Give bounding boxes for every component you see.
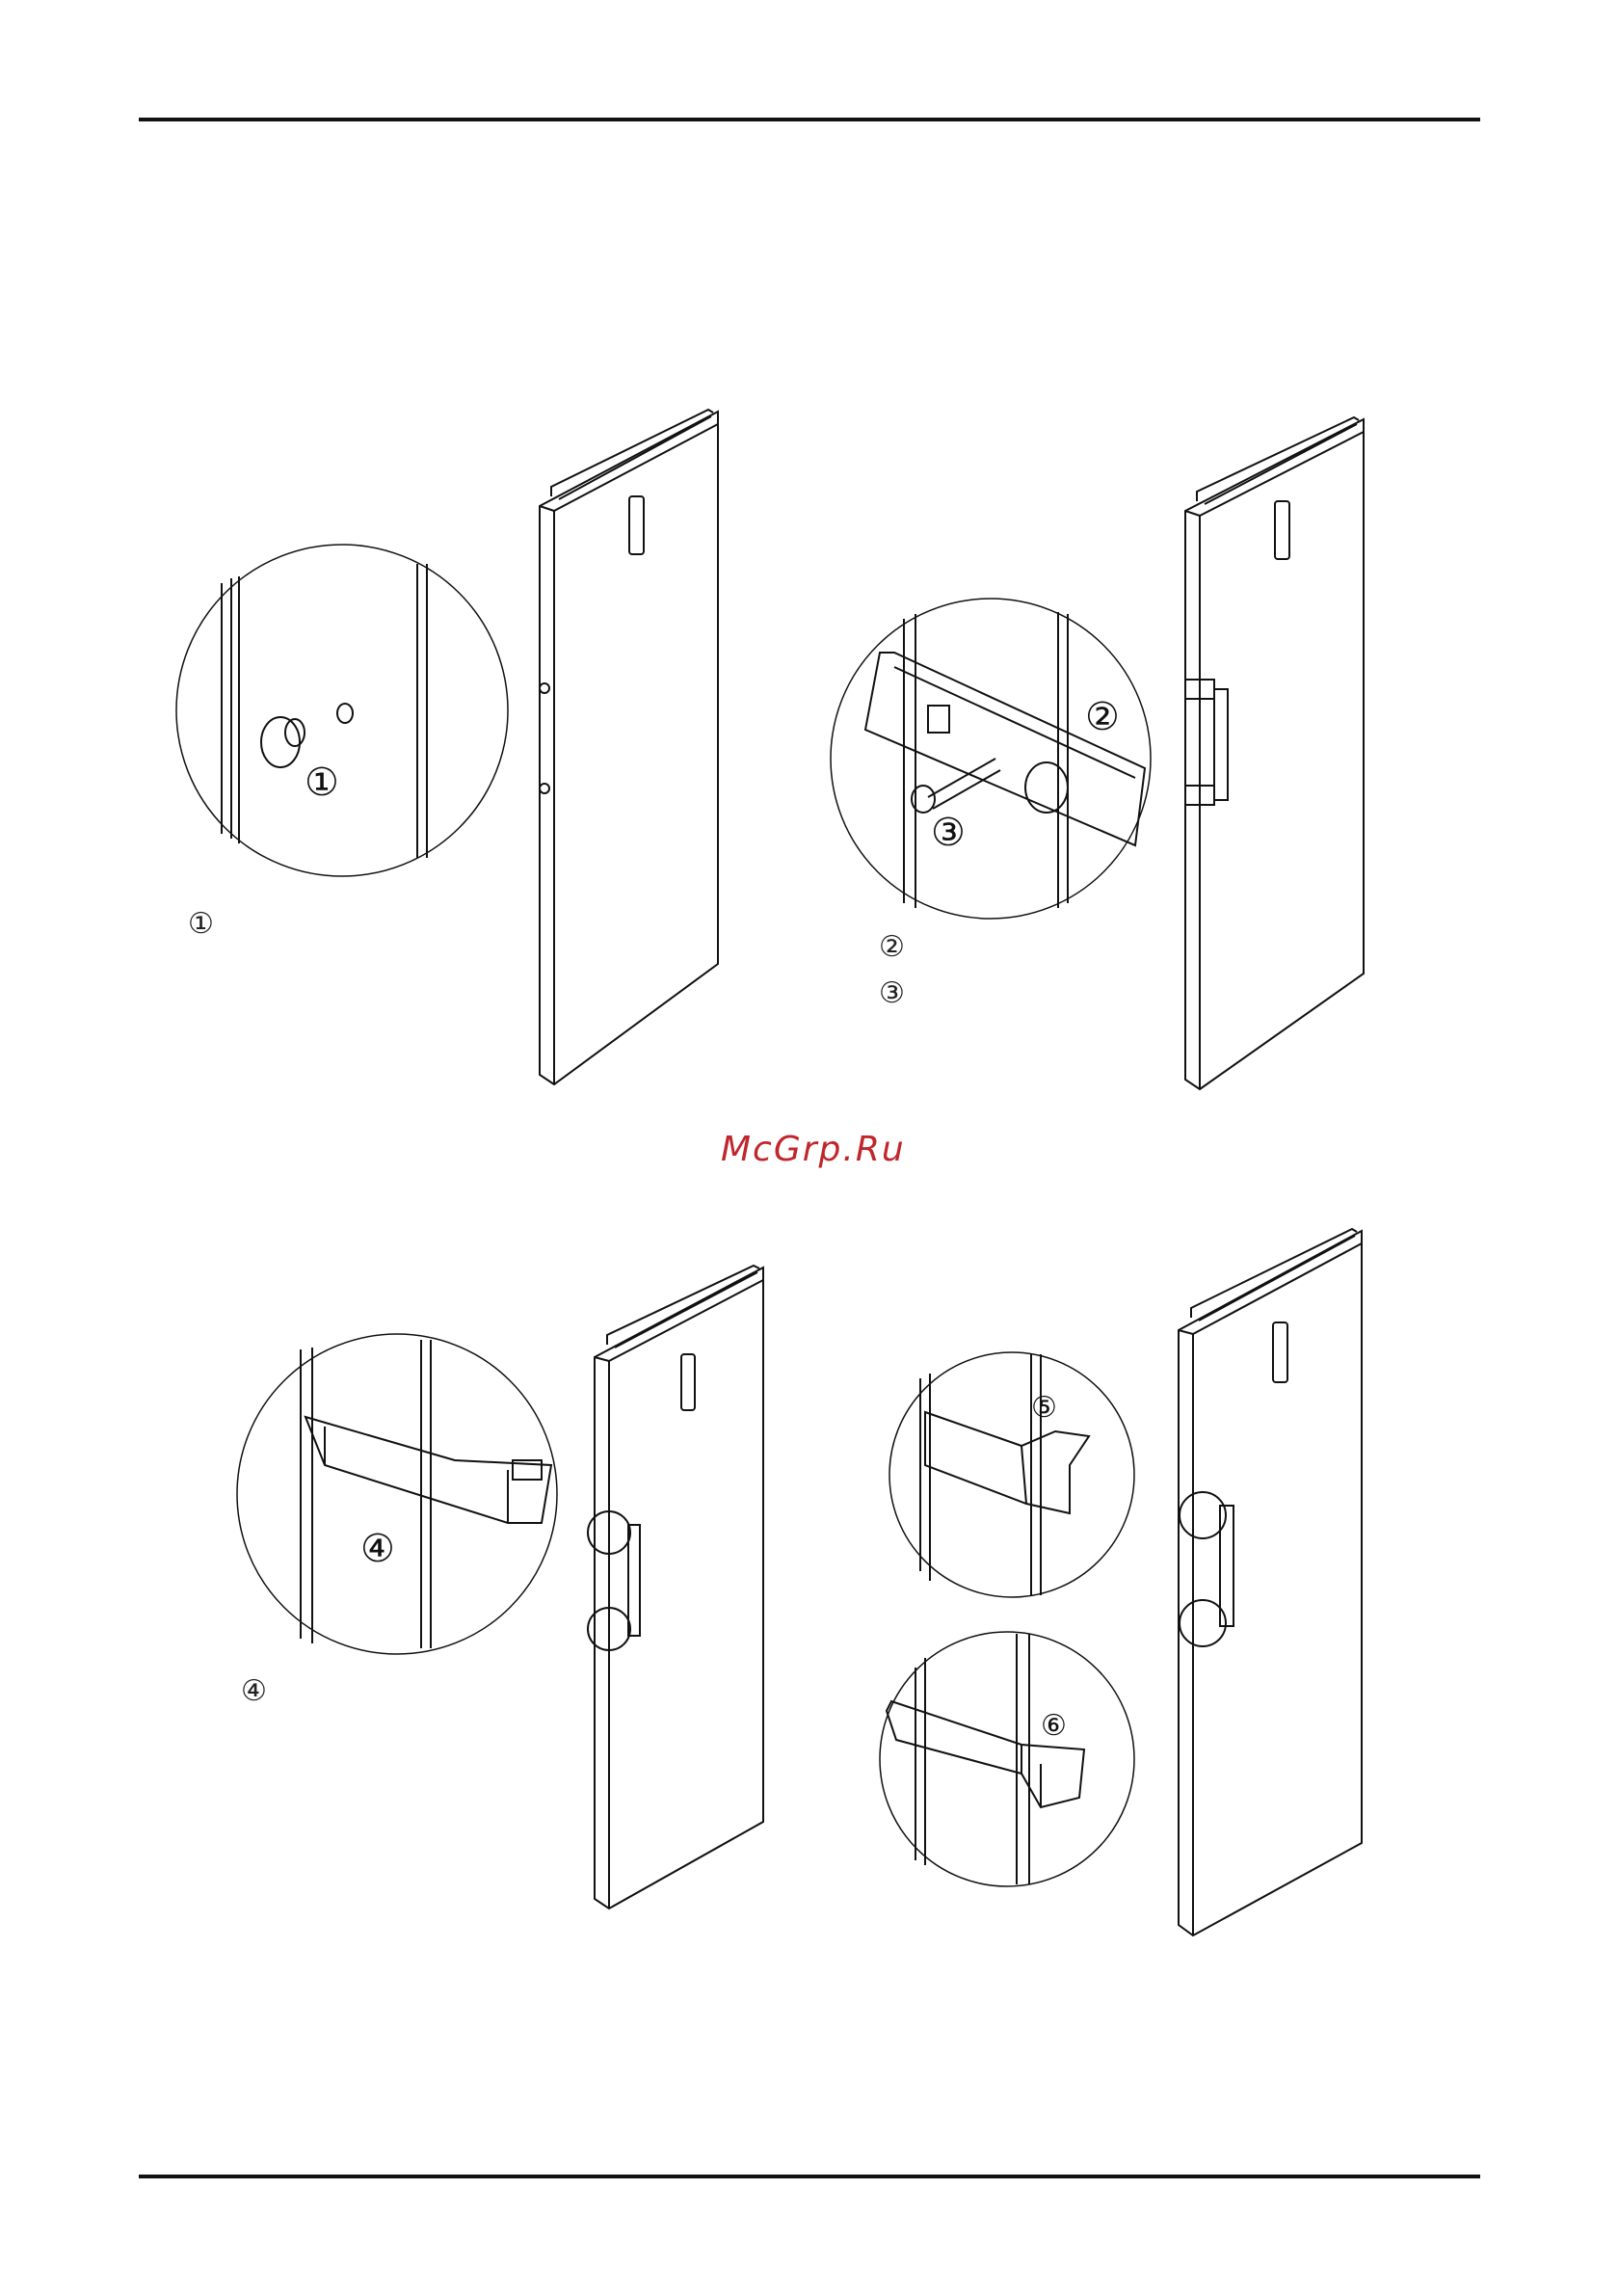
footer-rule [139, 2175, 1480, 2178]
figure-4-callout: ④ [360, 1527, 395, 1571]
figure-4-door [1174, 1226, 1366, 1939]
figure-1-zoom-circle: ① [172, 540, 514, 882]
header-rule [139, 118, 1480, 121]
figure-2-door [1176, 414, 1368, 1099]
step3-marker: ③ [879, 979, 905, 1008]
figure-4-zoom-circle: ④ [233, 1330, 561, 1658]
figure-3-door [590, 1263, 773, 1918]
figure-5-callout: ⑤ [1031, 1391, 1057, 1425]
figure-2-callout: ② [1085, 695, 1120, 739]
figure-2-zoom-circle: ② ③ [827, 595, 1154, 922]
figure-1-callout: ① [305, 761, 339, 805]
figure-1-door [530, 405, 723, 1089]
watermark: McGrp.Ru [721, 1130, 906, 1169]
step4-marker: ④ [241, 1677, 267, 1706]
step1-marker: ① [188, 910, 214, 939]
figure-6-zoom-circle: ⑥ [877, 1629, 1137, 1889]
figure-6-callout: ⑥ [1041, 1709, 1067, 1743]
step2-marker: ② [879, 933, 905, 962]
figure-5-zoom-circle: ⑤ [887, 1349, 1137, 1600]
figure-3-callout: ③ [931, 811, 966, 855]
